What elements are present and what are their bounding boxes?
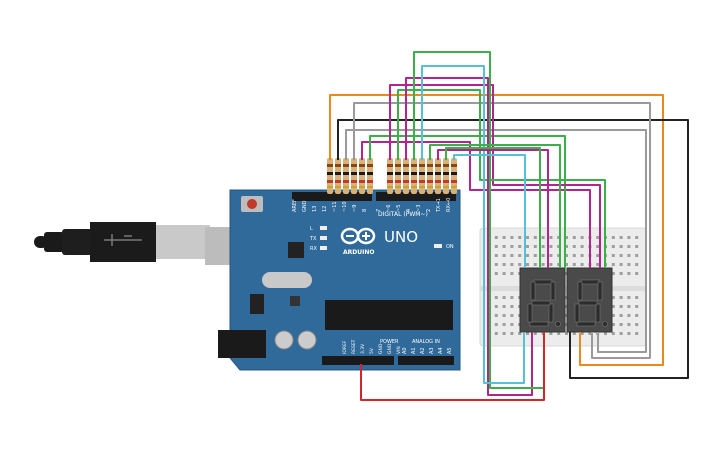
power-header-label: POWER [380,339,399,345]
power-pin-label: 3.3V [360,343,366,354]
jumper-wire[interactable] [329,94,664,366]
analog-pin-label: A2 [420,347,426,354]
power-jack [218,330,266,358]
resistor [351,158,357,194]
usb-chip [288,242,304,258]
resistor [451,158,457,194]
jumper-wire[interactable] [445,147,541,268]
jumper-wire[interactable] [345,129,647,353]
digital-pin-label: TX→1 [436,198,442,213]
power-pin-label: IOREF [342,340,348,354]
regulator [250,294,264,314]
power-pin-label: RESET [351,339,357,354]
power-pin-label: GND [378,343,384,354]
arduino-infinity-icon [340,227,376,245]
brand-label: UNO [384,228,418,246]
brand-sub-label: ARDUINO [343,249,374,256]
digital-pin-label: GND [302,200,308,212]
resistor [343,158,349,194]
resistor [443,158,449,194]
jumper-wire[interactable] [353,102,651,359]
on-label: ON [446,244,454,250]
power-pin-label: GND [387,343,393,354]
jumper-wire[interactable] [405,77,533,396]
jumper-wire[interactable] [429,144,561,268]
resistor [327,158,333,194]
digital-pin-label: 13 [312,206,318,212]
resistor-bank [327,158,457,194]
jumper-wire[interactable] [397,89,606,268]
analog-pin-label: A4 [438,347,444,354]
seven-segment-display [519,267,566,333]
digital-pin-label: 8 [362,209,368,212]
jumper-wire[interactable] [421,65,525,384]
analog-header [398,356,454,365]
jumper-wire[interactable] [453,154,526,268]
digital-pin-label: ~5 [396,205,402,212]
analog-pin-label: A5 [447,347,453,354]
seven-segment-display [566,267,613,333]
jumper-wire[interactable] [360,332,545,401]
wire-layer [329,51,689,401]
resistor [335,158,341,194]
led-label: TX [309,236,317,242]
led-label: RX [310,246,317,252]
digital-pin-label: ~6 [386,205,392,212]
analog-pin-label: A1 [411,347,417,354]
resistor [435,158,441,194]
digital-pin-label: AREF [292,199,298,212]
digital-header-right [376,192,456,201]
analog-header-label: ANALOG IN [412,339,440,345]
usb-cable-icon [34,222,249,265]
resistor [395,158,401,194]
power-pin-label: VIN [396,346,402,354]
digital-pin-label: 4 [406,209,412,212]
jumper-wire[interactable] [389,84,601,268]
resistor [427,158,433,194]
jumper-wire[interactable] [337,119,689,379]
digital-header-label: DIGITAL (PWM~) [378,211,428,218]
digital-pin-label: 7 [376,209,382,212]
analog-pin-label: A3 [429,347,435,354]
digital-pin-label: ~9 [352,205,358,212]
resistor [387,158,393,194]
power-header [322,356,394,365]
led-label: L [310,226,313,232]
power-pin-label: 5V [369,347,375,354]
arduino-board: UNO ARDUINO DIGITAL (PWM~) POWER ANALOG … [218,189,461,371]
crystal [262,272,312,288]
jumper-wire[interactable] [369,135,566,268]
jumper-wire[interactable] [361,141,591,268]
resistor [403,158,409,194]
atmega-chip [325,300,453,330]
digital-pin-label: ~11 [332,201,338,212]
digital-pin-label: 12 [322,206,328,212]
resistor [411,158,417,194]
digital-pin-label: ~10 [342,201,348,212]
jumper-wire[interactable] [437,149,549,268]
resistor [419,158,425,194]
resistor [367,158,373,194]
digital-header-left [292,192,372,201]
digital-pin-label: 2 [426,209,432,212]
digital-pin-label: ~3 [416,205,422,212]
resistor [359,158,365,194]
analog-pin-label: A0 [402,347,408,354]
digital-pin-label: RX←0 [446,198,452,212]
